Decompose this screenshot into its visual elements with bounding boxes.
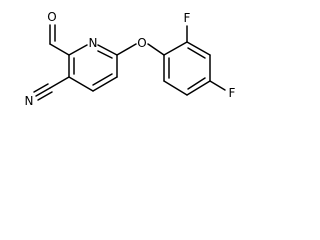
atom-label-nitrile-nitrogen: N: [25, 94, 34, 108]
bond-c6-oxygen: [116, 43, 137, 56]
bond-c3-cn: [49, 76, 70, 89]
chemical-structure-diagram: N O O N F F: [0, 0, 247, 125]
bond-cn-triple-3: [37, 91, 53, 101]
difluorophenyl-ring: [163, 41, 211, 96]
atom-label-fluorine-para: F: [229, 86, 236, 100]
bond-oxygen-aryl: [147, 43, 165, 56]
atom-label-pyridine-nitrogen: N: [89, 36, 98, 50]
aldehyde-group: [49, 24, 70, 56]
bond-c3-c4: [68, 76, 94, 92]
bond-c4-c5: [92, 76, 118, 92]
bond-c4-c5-double: [92, 73, 113, 86]
bond-c2-cho: [49, 43, 70, 56]
bond-ar4-ar5-double: [187, 77, 206, 90]
bond-ar2-ar3: [186, 41, 211, 56]
bond-ar4-ar5: [186, 80, 211, 96]
atom-label-fluorine-ortho: F: [184, 11, 191, 25]
nitrile-group: [33, 76, 70, 101]
bond-c6-n1: [97, 44, 118, 56]
atom-label-aldehyde-oxygen: O: [47, 10, 56, 24]
bond-ar4-fluorine: [209, 80, 226, 91]
pyridine-ring: [68, 44, 118, 92]
bond-n1-c2: [68, 44, 88, 56]
bond-ar1-ar2: [163, 41, 188, 56]
bond-ar5-ar6: [163, 80, 188, 96]
bond-c6-n1-double: [97, 50, 113, 59]
fluorine-substituents: [186, 25, 226, 91]
bond-cn-triple-2: [33, 83, 49, 93]
bond-ar2-ar3-double: [187, 47, 206, 59]
ether-linkage: [116, 43, 165, 56]
atom-label-ether-oxygen: O: [137, 36, 146, 50]
bond-cn-triple-1: [35, 87, 51, 97]
